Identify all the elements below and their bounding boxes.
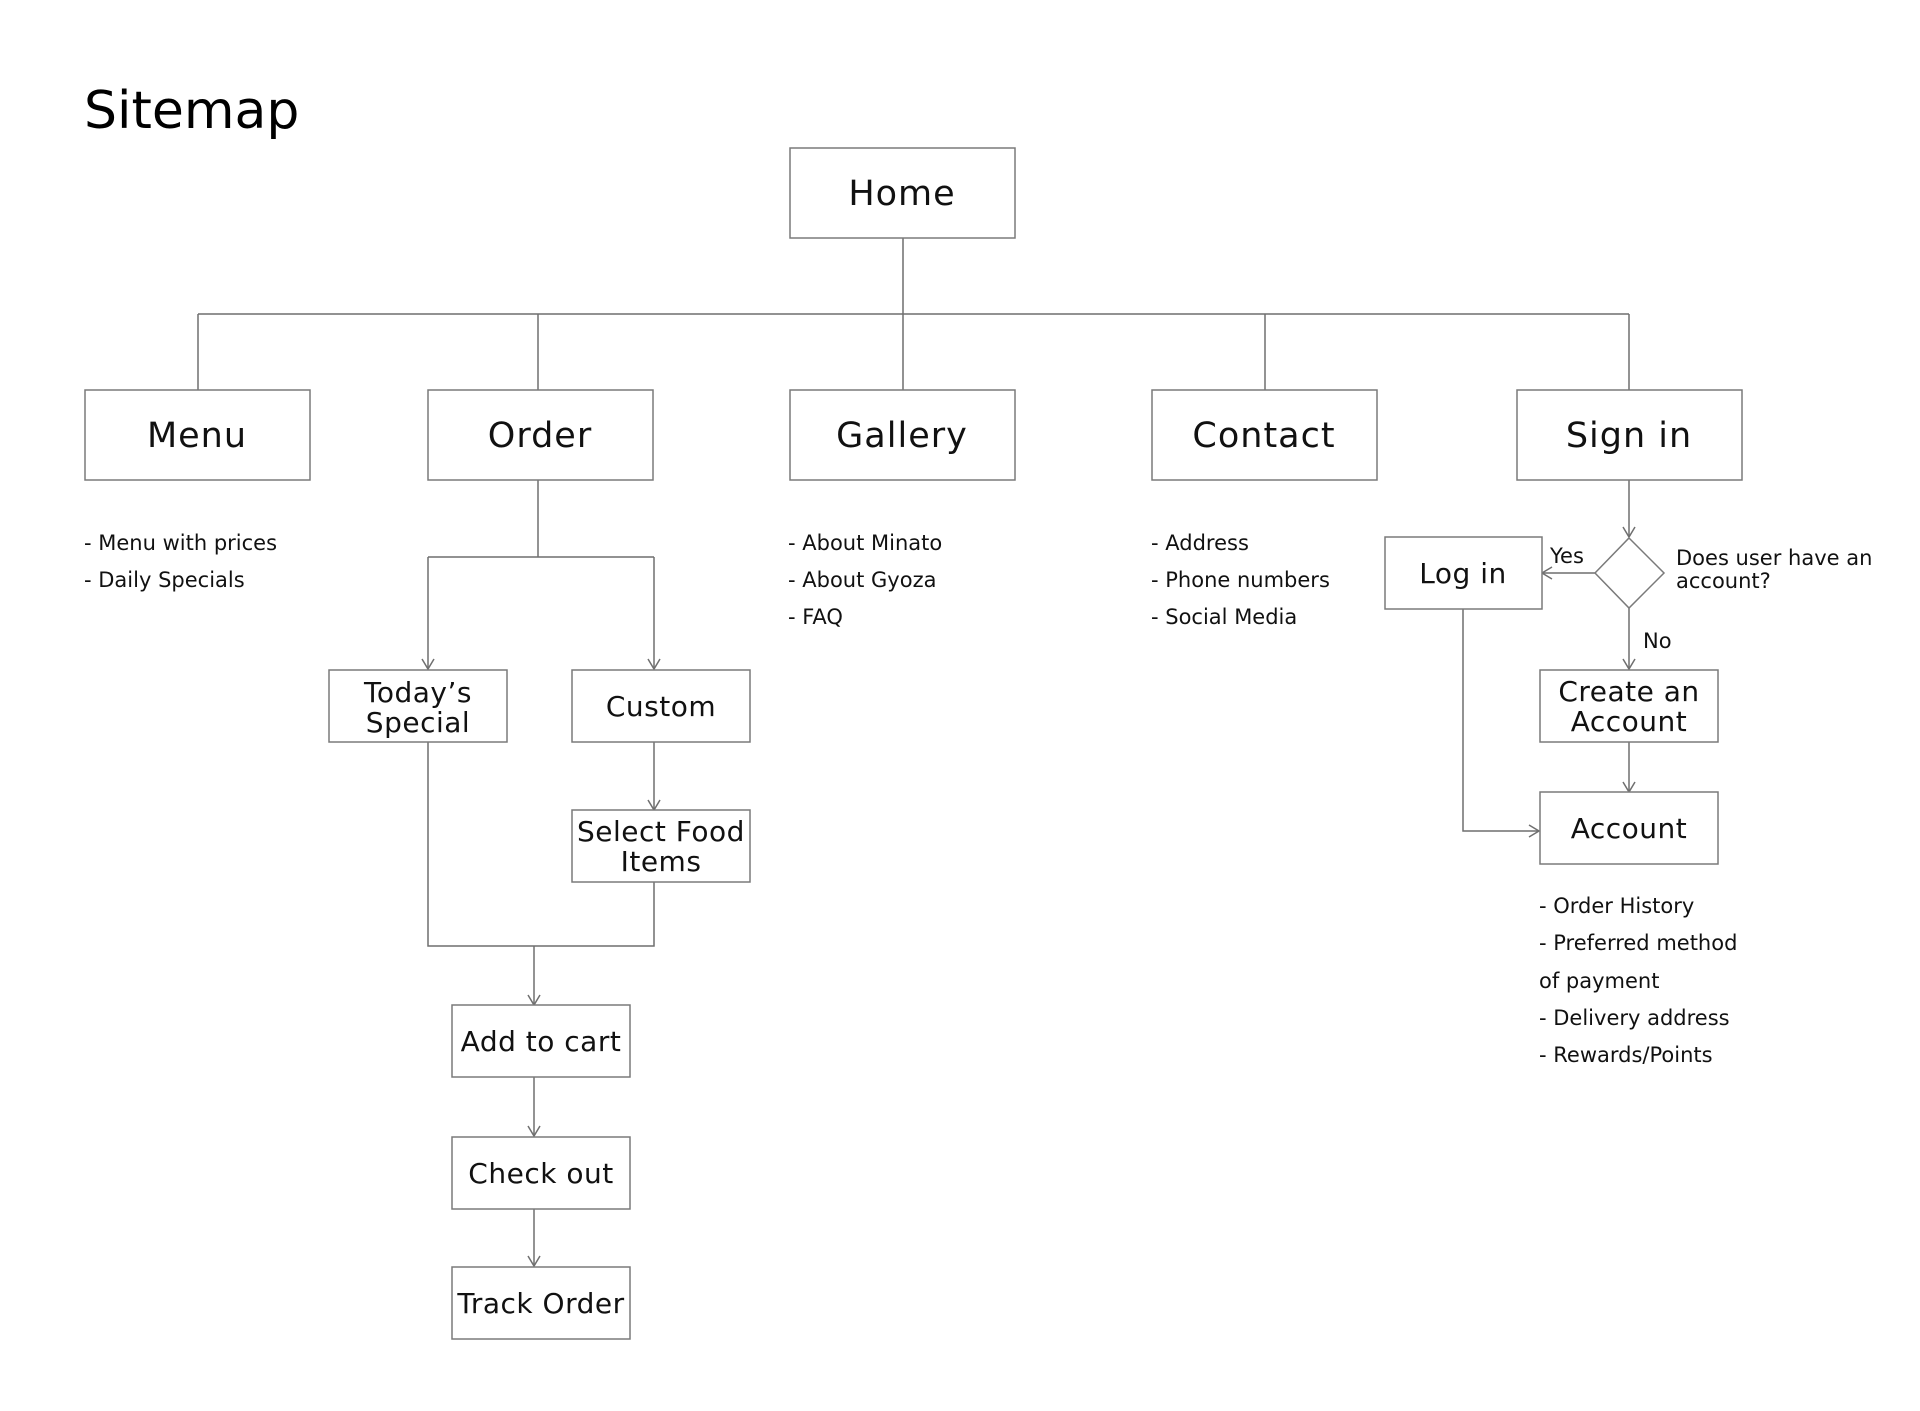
note-account-3: of payment <box>1539 969 1659 993</box>
decision-question-line-2: account? <box>1676 569 1771 593</box>
node-create-account-line-1: Create an <box>1558 675 1699 708</box>
notes-account: - Order History - Preferred method of pa… <box>1539 894 1737 1067</box>
node-custom-label: Custom <box>606 690 716 723</box>
node-create-account-line-2: Account <box>1571 705 1688 738</box>
node-add-to-cart-box <box>451 1004 631 1078</box>
node-contact-label: Contact <box>1192 416 1335 456</box>
note-account-4: - Delivery address <box>1539 1006 1730 1030</box>
node-track-order-box <box>451 1266 631 1340</box>
notes-contact: - Address - Phone numbers - Social Media <box>1151 531 1330 629</box>
node-menu: Menu <box>84 389 311 481</box>
node-track-order-label: Track Order <box>456 1287 624 1320</box>
node-account: Account <box>1539 791 1719 865</box>
node-log-in: Log in <box>1384 536 1543 610</box>
node-order-box <box>427 389 654 481</box>
note-gallery-1: - About Minato <box>788 531 942 555</box>
node-track-order: Track Order <box>451 1266 631 1340</box>
note-account-2: - Preferred method <box>1539 931 1737 955</box>
edge-log-in-to-account <box>1462 609 1541 838</box>
note-account-1: - Order History <box>1539 894 1694 918</box>
notes-menu: - Menu with prices - Daily Specials <box>84 531 277 592</box>
decision-no-label: No <box>1643 629 1672 653</box>
notes-gallery: - About Minato - About Gyoza - FAQ <box>788 531 942 629</box>
decision-question-line-1: Does user have an <box>1676 546 1872 570</box>
node-custom-box <box>571 669 751 743</box>
node-select-food-items-box <box>571 809 751 883</box>
note-contact-1: - Address <box>1151 531 1249 555</box>
edge-merge <box>427 742 655 947</box>
note-gallery-2: - About Gyoza <box>788 568 936 592</box>
node-account-box <box>1539 791 1719 865</box>
node-order-label: Order <box>488 416 592 456</box>
node-home-label: Home <box>848 174 955 214</box>
node-check-out-label: Check out <box>468 1157 613 1190</box>
node-gallery: Gallery <box>789 389 1016 481</box>
node-todays-special-box <box>328 669 508 743</box>
node-create-account: Create an Account <box>1539 669 1719 743</box>
note-contact-2: - Phone numbers <box>1151 568 1330 592</box>
node-log-in-box <box>1384 536 1543 610</box>
node-create-account-box <box>1539 669 1719 743</box>
note-menu-1: - Menu with prices <box>84 531 277 555</box>
node-sign-in-label: Sign in <box>1566 416 1692 456</box>
decision-yes-label: Yes <box>1549 544 1584 568</box>
connectors <box>197 238 1636 1268</box>
node-sign-in: Sign in <box>1516 389 1743 481</box>
node-todays-special-line-2: Special <box>366 706 470 739</box>
page-title: Sitemap <box>84 81 299 141</box>
node-add-to-cart-label: Add to cart <box>461 1025 622 1058</box>
node-todays-special-line-1: Today’s <box>363 676 472 709</box>
node-todays-special: Today’s Special <box>328 669 508 743</box>
node-log-in-label: Log in <box>1419 557 1506 590</box>
node-add-to-cart: Add to cart <box>451 1004 631 1078</box>
node-gallery-label: Gallery <box>836 416 968 456</box>
node-gallery-box <box>789 389 1016 481</box>
node-check-out-box <box>451 1136 631 1210</box>
node-home-box <box>789 147 1016 239</box>
note-gallery-3: - FAQ <box>788 605 843 629</box>
node-select-food-items-line-2: Items <box>621 845 702 878</box>
decision-has-account: Does user have an account? Yes No <box>1549 536 1872 653</box>
node-menu-label: Menu <box>147 416 247 456</box>
note-menu-2: - Daily Specials <box>84 568 245 592</box>
node-custom: Custom <box>571 669 751 743</box>
node-account-label: Account <box>1571 812 1688 845</box>
node-select-food-items-line-1: Select Food <box>577 815 745 848</box>
node-contact-box <box>1151 389 1378 481</box>
node-check-out: Check out <box>451 1136 631 1210</box>
node-sign-in-box <box>1516 389 1743 481</box>
node-order: Order <box>427 389 654 481</box>
note-account-5: - Rewards/Points <box>1539 1043 1713 1067</box>
decision-diamond <box>1593 536 1666 610</box>
note-contact-3: - Social Media <box>1151 605 1297 629</box>
node-contact: Contact <box>1151 389 1378 481</box>
node-menu-box <box>84 389 311 481</box>
node-select-food-items: Select Food Items <box>571 809 751 883</box>
node-home: Home <box>789 147 1016 239</box>
